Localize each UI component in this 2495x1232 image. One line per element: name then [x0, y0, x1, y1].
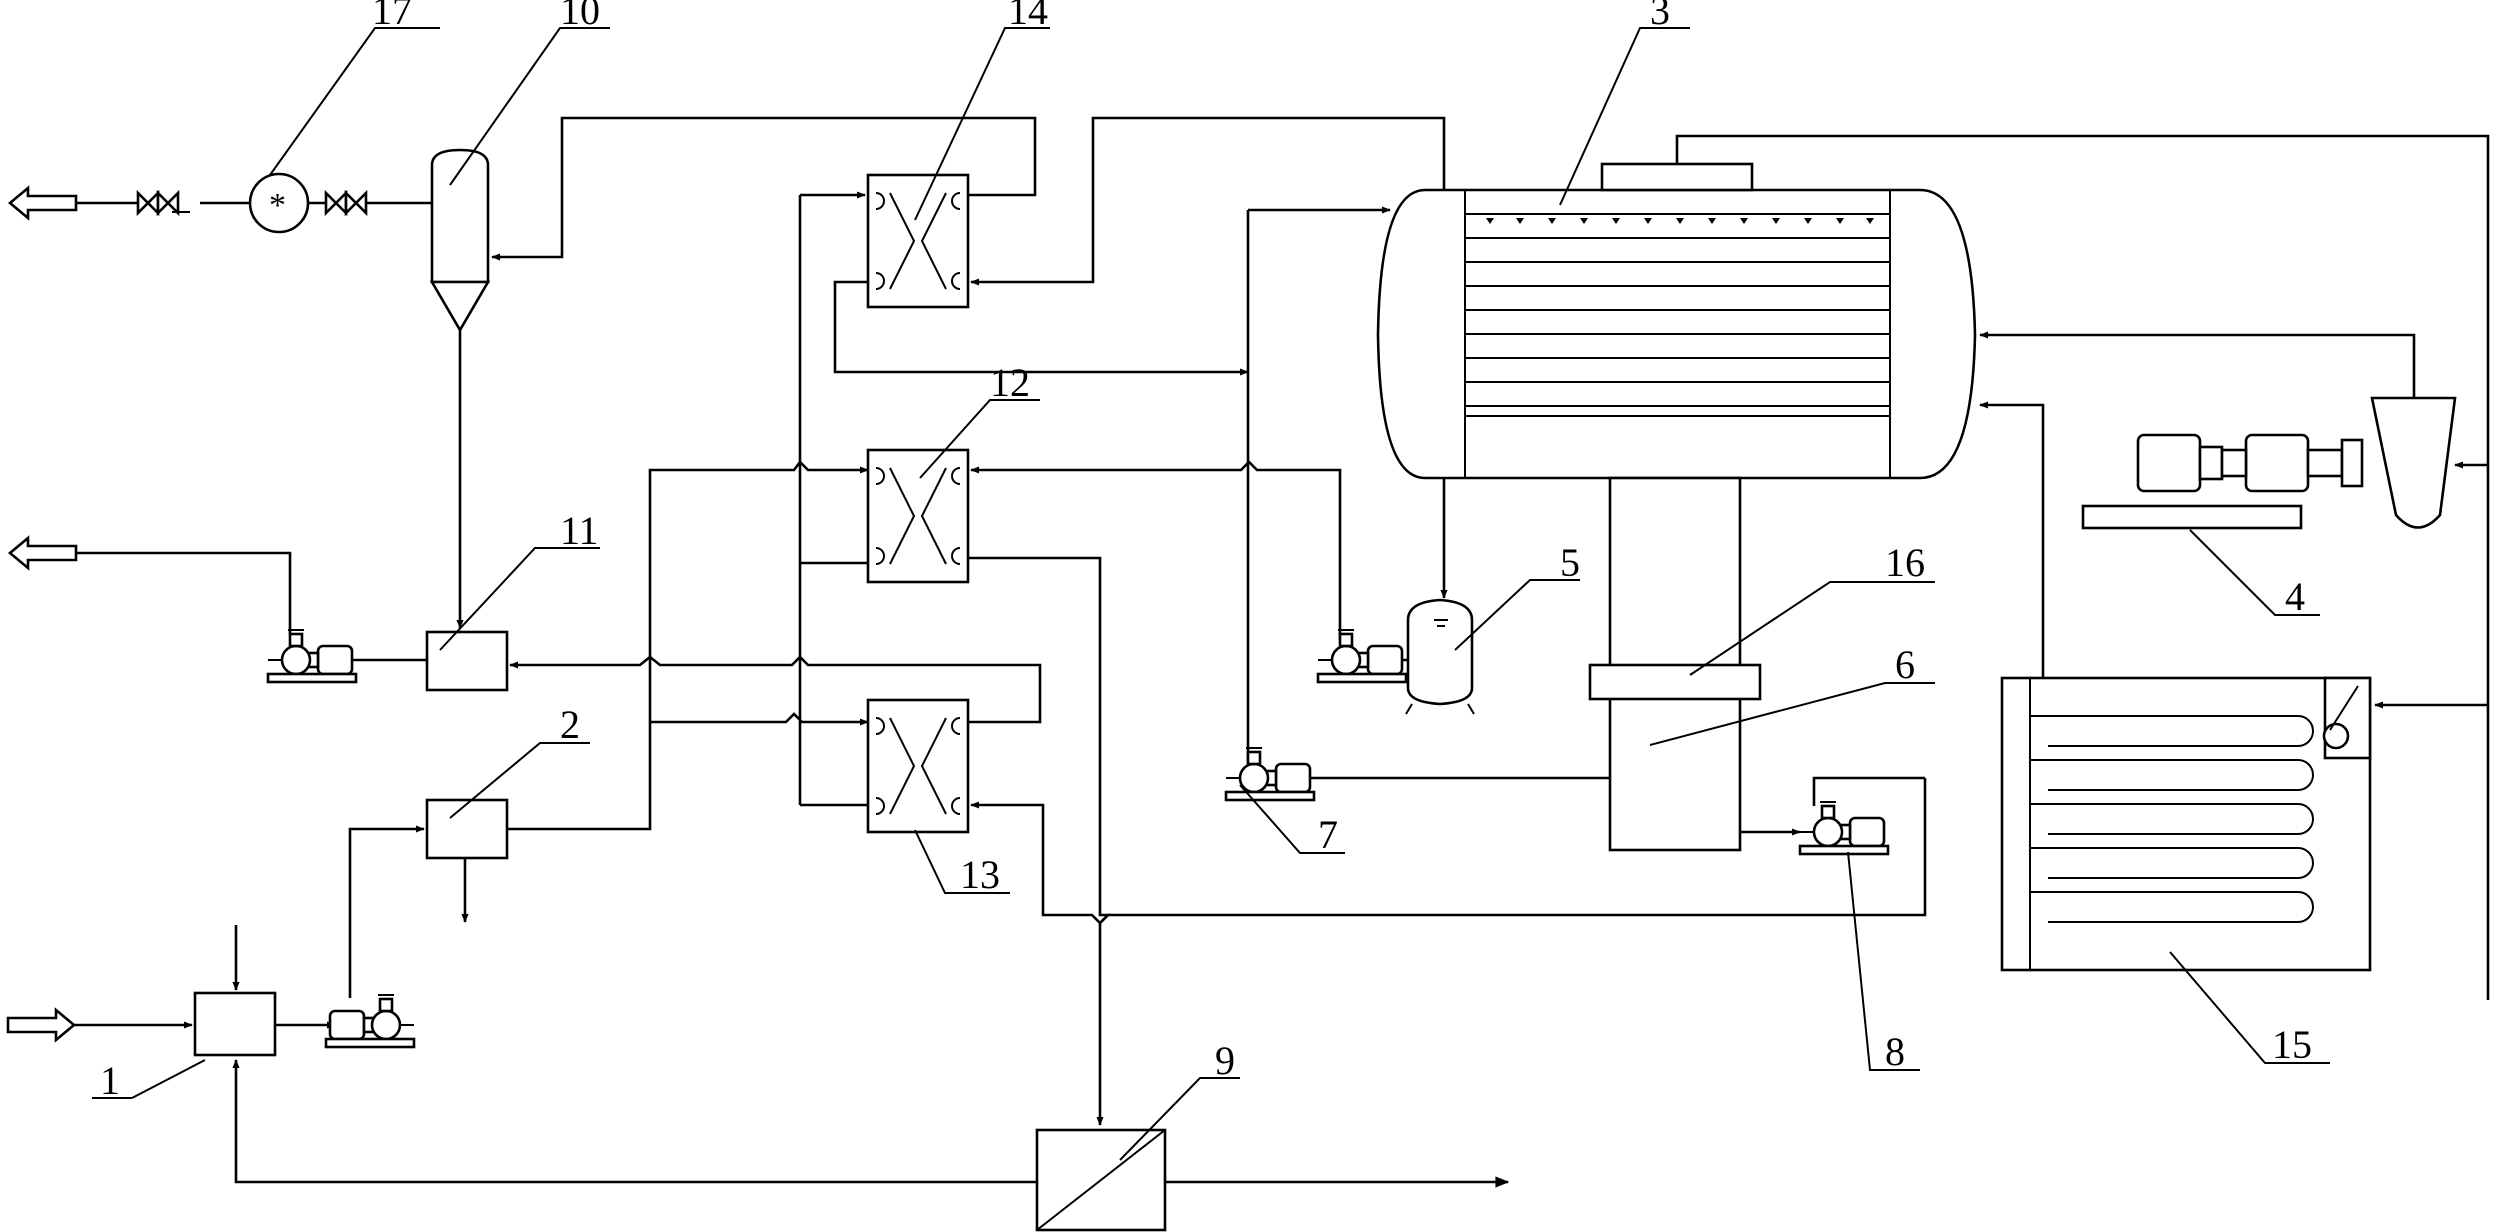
line-3-top-to-4	[1675, 134, 2490, 1000]
line-2-to-exchangers	[507, 460, 869, 831]
filter-9	[232, 1059, 1510, 1232]
vessel-2	[425, 798, 509, 923]
label-2: 2	[560, 702, 580, 747]
heater-15	[1979, 401, 2372, 972]
label-6: 6	[1895, 642, 1915, 687]
demister-16	[1588, 663, 1762, 701]
inlet-arrow	[6, 1007, 77, 1043]
spray-nozzles	[1486, 218, 1874, 224]
cyclone-separator-10	[429, 148, 491, 629]
line-pump5-to-12	[970, 460, 1342, 640]
compressor-4	[1979, 331, 2457, 530]
column-6	[1261, 476, 1801, 852]
label-13: 13	[960, 852, 1000, 897]
label-7: 7	[1318, 812, 1338, 857]
number-labels: 17 10 14 3 12 11 5 16 2 6 13 7 8 4 15 9 …	[100, 0, 2312, 1103]
label-11: 11	[560, 508, 599, 553]
label-17: 17	[372, 0, 412, 33]
line-12-to-9	[968, 556, 1112, 1126]
label-5: 5	[1560, 540, 1580, 585]
mixer-1	[74, 925, 336, 1057]
heat-exchanger-14	[866, 173, 970, 309]
line-3-to-14	[970, 116, 1446, 286]
label-1: 1	[100, 1058, 120, 1103]
line-pump8-to-13	[970, 778, 1927, 925]
line-13-to-11	[509, 655, 1042, 724]
line-spray-feed	[1246, 206, 1391, 770]
label-16: 16	[1885, 540, 1925, 585]
evaporator-3	[1376, 162, 1977, 480]
outlet-arrow-middle	[7, 535, 78, 571]
label-12: 12	[990, 360, 1030, 405]
heat-exchanger-12	[866, 448, 970, 584]
label-8: 8	[1885, 1029, 1905, 1074]
exchanger-left-manifold	[798, 191, 868, 807]
label-3: 3	[1650, 0, 1670, 33]
leader-lines	[92, 27, 2330, 1161]
gas-line-17: *	[76, 172, 432, 234]
svg-text:*: *	[269, 187, 286, 224]
tank-11	[425, 630, 509, 692]
label-10: 10	[560, 0, 600, 33]
label-15: 15	[2272, 1022, 2312, 1067]
heat-exchanger-13	[866, 698, 970, 834]
outlet-arrow-top	[7, 185, 78, 221]
label-4: 4	[2285, 574, 2305, 619]
line-14-bottom-loop	[833, 280, 1249, 376]
pump-after-1	[324, 825, 425, 1049]
label-14: 14	[1008, 0, 1048, 33]
label-9: 9	[1215, 1038, 1235, 1083]
pump-7	[1224, 746, 1316, 802]
pump-8	[1798, 776, 1925, 856]
tank-5	[1374, 478, 1475, 715]
pump-left-11	[76, 551, 427, 684]
line-14-to-10	[491, 116, 1037, 261]
pump-5	[1316, 628, 1408, 684]
